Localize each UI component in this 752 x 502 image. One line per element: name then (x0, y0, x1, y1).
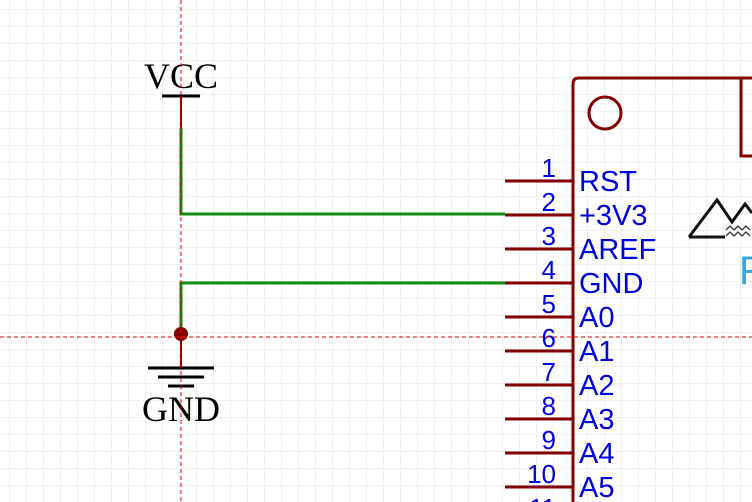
pin-name: A4 (579, 438, 614, 470)
pin-7[interactable]: 7 A2 (505, 357, 614, 402)
pin-number: 11 (529, 493, 556, 502)
pin-4[interactable]: 4 GND (505, 255, 643, 300)
vcc-label: VCC (144, 56, 218, 96)
pin-name: A1 (579, 336, 614, 368)
component-body[interactable] (571, 76, 752, 502)
pin-2[interactable]: 2 +3V3 (505, 187, 648, 232)
pin-name: A5 (579, 472, 614, 502)
pin-number: 10 (527, 459, 556, 489)
pin-name: AREF (579, 234, 656, 266)
logo-letter: F (739, 249, 752, 293)
pin-name: GND (579, 268, 643, 300)
pin-number: 6 (542, 323, 556, 353)
mountain-logo-icon (687, 197, 752, 239)
pin-name: +3V3 (579, 200, 648, 232)
pin-8[interactable]: 8 A3 (505, 391, 614, 436)
pin-5[interactable]: 5 A0 (505, 289, 614, 334)
pin1-marker-circle (587, 95, 623, 131)
pin-9[interactable]: 9 A4 (505, 425, 614, 470)
pin-number: 2 (542, 187, 556, 217)
pin-name: RST (579, 166, 637, 198)
pin-number: 1 (542, 153, 556, 183)
component-pins: 1 RST 2 +3V3 3 AREF 4 GND 5 A0 6 A1 7 A2 8 A3 9 A4 10 A5 11 (505, 153, 656, 502)
pin-10[interactable]: 10 A5 (505, 459, 614, 502)
pin-name: A3 (579, 404, 614, 436)
pin-number: 3 (542, 221, 556, 251)
pin-number: 8 (542, 391, 556, 421)
pin-3[interactable]: 3 AREF (505, 221, 656, 266)
pin-number: 5 (542, 289, 556, 319)
pin-name: A2 (579, 370, 614, 402)
pin-number: 9 (542, 425, 556, 455)
pin-name: A0 (579, 302, 614, 334)
pin-11[interactable]: 11 (505, 493, 573, 502)
pin-1[interactable]: 1 RST (505, 153, 637, 198)
pin-6[interactable]: 6 A1 (505, 323, 614, 368)
pin-number: 7 (542, 357, 556, 387)
component-body-notch (739, 78, 752, 158)
vcc-power-symbol[interactable]: VCC (144, 56, 218, 128)
pin-number: 4 (542, 255, 556, 285)
